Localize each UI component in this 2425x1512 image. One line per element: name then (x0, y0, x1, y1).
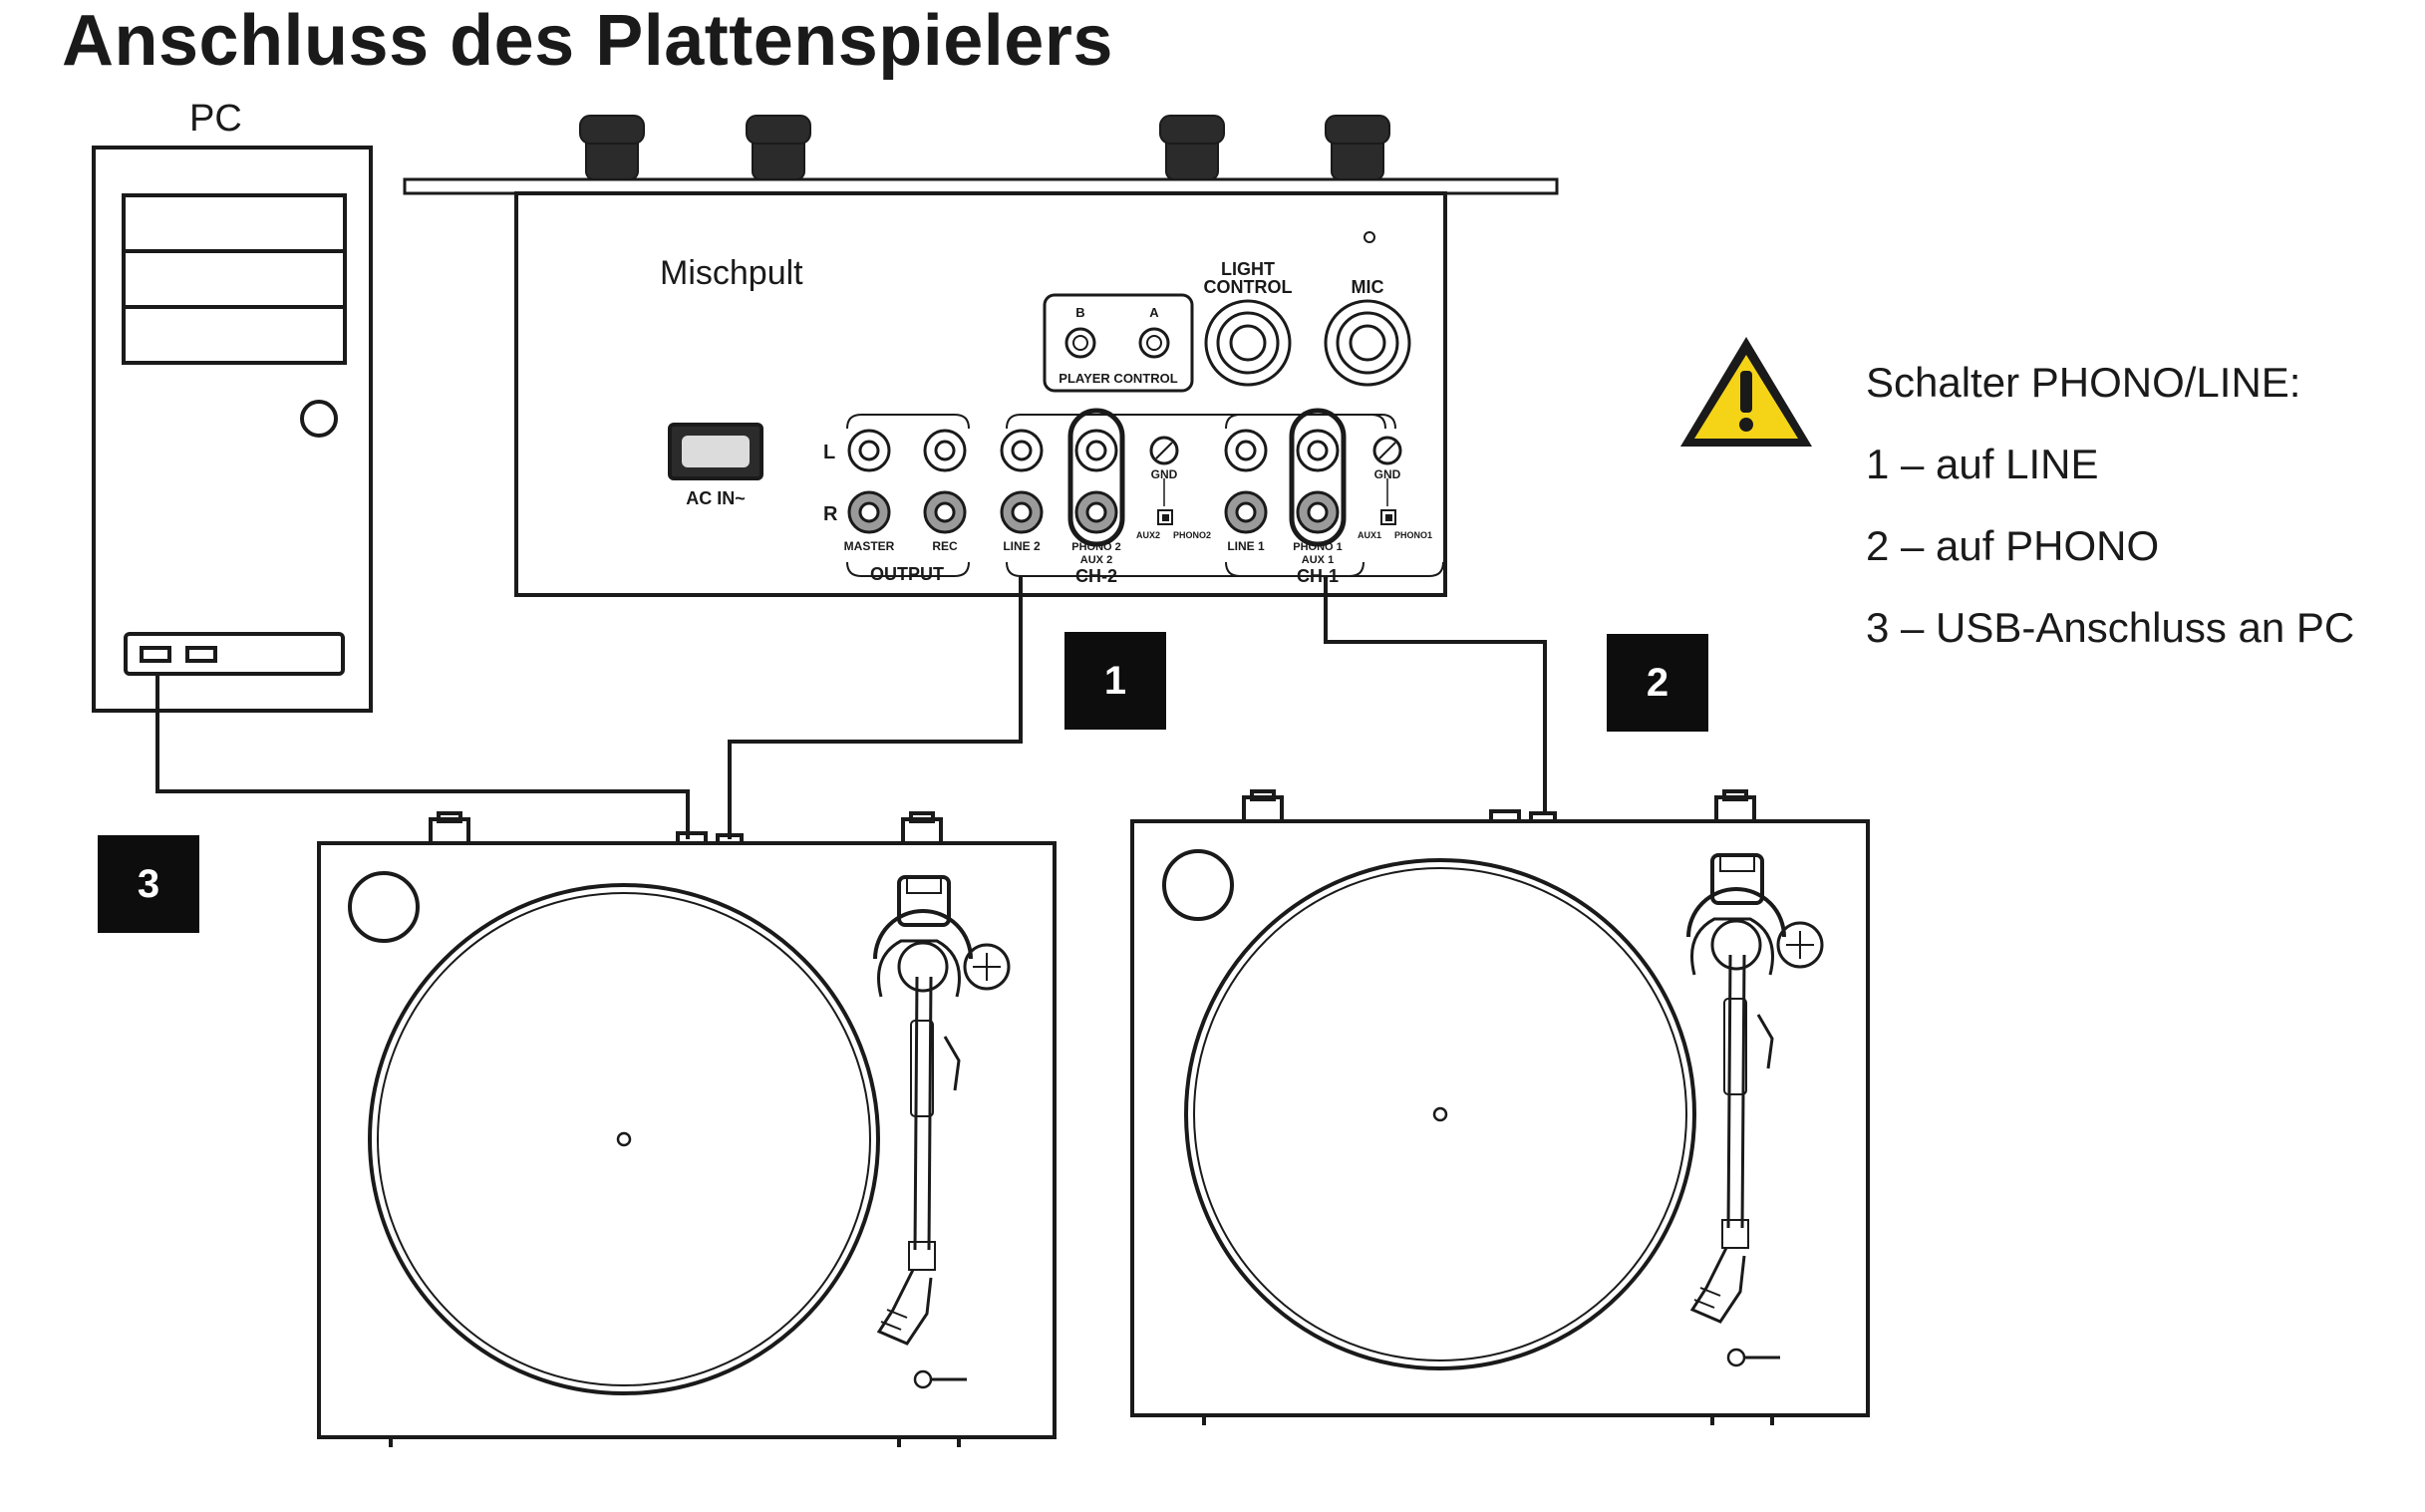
phono1-label: PHONO 1 (1293, 541, 1343, 553)
badge-1: 1 (1064, 632, 1166, 730)
left-channel-label: L (823, 442, 835, 463)
badge-3: 3 (98, 835, 199, 933)
badge-2: 2 (1607, 634, 1708, 732)
light-control-label-2: CONTROL (1204, 277, 1293, 297)
rec-label: REC (932, 539, 958, 553)
usb-port-icon (140, 646, 171, 663)
mixer-label: Mischpult (660, 254, 803, 292)
instruction-heading: Schalter PHONO/LINE: (1866, 359, 2301, 406)
pc-tower (92, 146, 373, 713)
cables (155, 576, 1547, 839)
right-channel-label: R (823, 503, 838, 525)
instruction-item-2: 2 – auf PHONO (1866, 522, 2160, 569)
aux1-sub-label: AUX 1 (1302, 554, 1334, 566)
light-control-label: LIGHT (1221, 259, 1275, 279)
gnd-label-ch1: GND (1374, 467, 1401, 481)
cable-phono (1324, 576, 1547, 815)
ch2-label: CH-2 (1075, 566, 1117, 586)
master-label: MASTER (844, 539, 895, 553)
mic-label: MIC (1352, 277, 1384, 297)
mixer-knobs (579, 115, 1390, 180)
player-a-label: A (1149, 305, 1159, 320)
aux2-switch-label: AUX2 (1136, 530, 1160, 540)
cable-line (728, 576, 1023, 839)
phono2-switch-label: PHONO2 (1173, 530, 1211, 540)
instruction-item-1: 1 – auf LINE (1866, 441, 2099, 487)
output-label: OUTPUT (870, 564, 944, 584)
turntable-2 (1130, 789, 1870, 1425)
instruction-item-3: 3 – USB-Anschluss an PC (1866, 604, 2355, 651)
turntable-1 (317, 811, 1057, 1447)
mixer (403, 115, 1559, 597)
page-title: Anschluss des Plattenspielers (62, 1, 1113, 81)
pc-label: PC (189, 98, 242, 140)
player-b-label: B (1075, 305, 1084, 320)
line1-label: LINE 1 (1227, 539, 1265, 553)
gnd-label-ch2: GND (1151, 467, 1178, 481)
warning-triangle-icon (1680, 337, 1812, 447)
ac-in-label: AC IN~ (686, 488, 746, 508)
cable-usb (155, 674, 690, 839)
aux2-sub-label: AUX 2 (1080, 554, 1112, 566)
ch1-label: CH-1 (1297, 566, 1339, 586)
mixer-panel-labels: LIGHT CONTROL MIC PLAYER CONTROL B A AC … (686, 259, 1432, 586)
phono2-label: PHONO 2 (1071, 541, 1121, 553)
player-control-label: PLAYER CONTROL (1059, 371, 1177, 386)
aux1-switch-label: AUX1 (1358, 530, 1381, 540)
phono1-switch-label: PHONO1 (1394, 530, 1432, 540)
usb-port-icon (185, 646, 217, 663)
line2-label: LINE 2 (1003, 539, 1041, 553)
